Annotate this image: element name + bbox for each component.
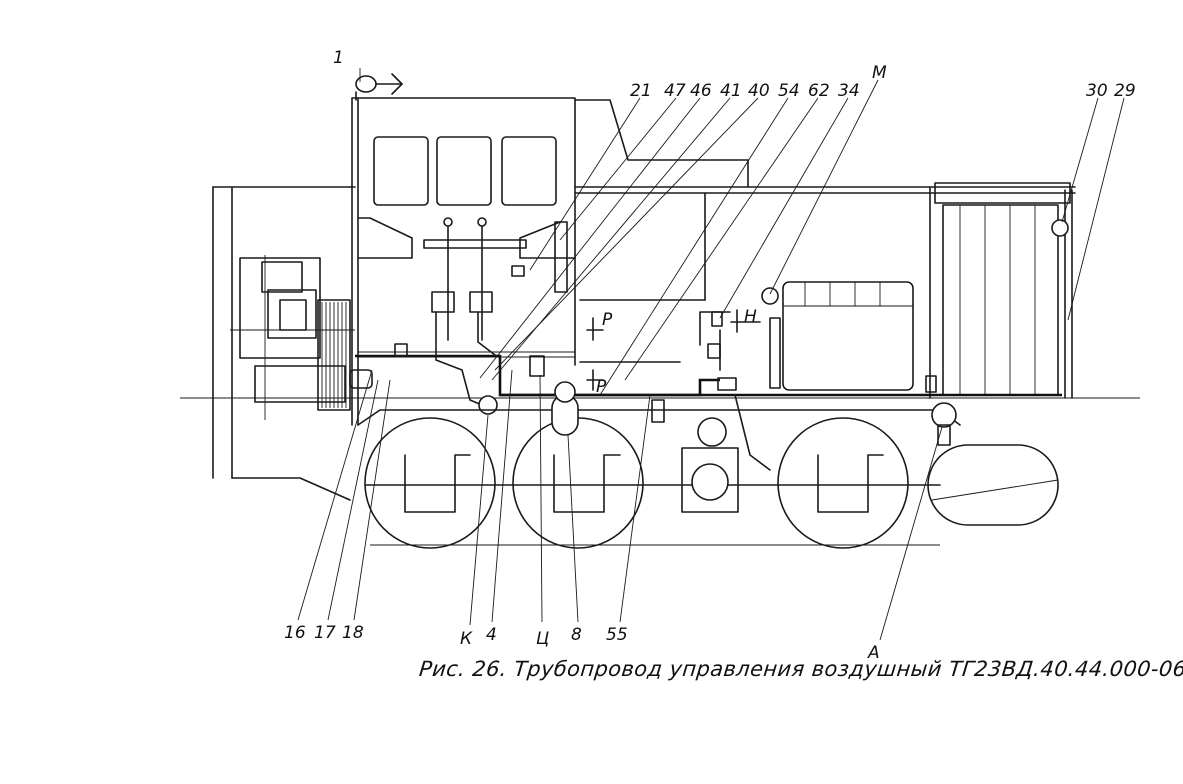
reservoir-8 <box>551 381 579 436</box>
label-55: 55 <box>606 625 628 645</box>
label-16: 16 <box>284 623 306 643</box>
label-P-upper: Р <box>602 310 613 330</box>
label-41: 41 <box>720 81 742 101</box>
flywheel <box>317 299 351 411</box>
label-62: 62 <box>808 81 830 101</box>
label-18: 18 <box>342 623 364 643</box>
wheel-1 <box>364 417 496 549</box>
horn <box>355 73 403 101</box>
section-markers <box>586 309 761 391</box>
wheel-2 <box>512 417 644 549</box>
wheel-3 <box>777 417 909 549</box>
label-17: 17 <box>314 623 336 643</box>
label-34: 34 <box>838 81 860 101</box>
label-30: 30 <box>1086 81 1108 101</box>
label-K: К <box>460 629 473 649</box>
main-reservoir <box>927 402 1059 526</box>
air-pipeline <box>349 311 1062 423</box>
label-46: 46 <box>690 81 712 101</box>
rear-hood <box>574 182 1076 399</box>
label-29: 29 <box>1114 81 1136 101</box>
label-40: 40 <box>748 81 770 101</box>
figure-caption: Рис. 26. Трубопровод управления воздушны… <box>418 657 1183 681</box>
label-M: М <box>872 63 887 83</box>
leader-lines-top <box>359 68 1125 396</box>
frame <box>357 394 961 513</box>
label-1: 1 <box>333 48 344 68</box>
label-C: Ц <box>536 629 549 649</box>
label-4: 4 <box>486 625 497 645</box>
leader-lines-bottom <box>297 369 1059 641</box>
left-hood <box>212 186 356 501</box>
label-47: 47 <box>664 81 686 101</box>
label-8: 8 <box>571 625 582 645</box>
label-P-lower: Р <box>596 377 607 397</box>
label-A: А <box>867 643 880 663</box>
label-H: Н <box>744 307 757 327</box>
label-54: 54 <box>778 81 800 101</box>
label-21: 21 <box>630 81 652 101</box>
